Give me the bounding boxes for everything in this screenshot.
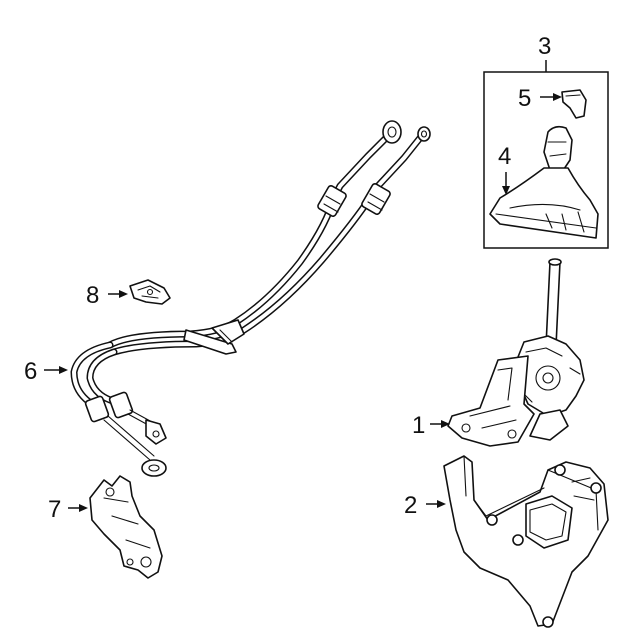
arrow-6 [59, 366, 68, 374]
shift-knob-boot-part[interactable] [489, 125, 599, 239]
callout-1[interactable]: 1 [412, 412, 425, 439]
knob-insert-part[interactable] [561, 89, 587, 119]
callout-2[interactable]: 2 [404, 492, 417, 519]
arrow-7 [79, 504, 88, 512]
callout-8[interactable]: 8 [86, 282, 99, 309]
cable-bracket-part[interactable] [89, 475, 163, 579]
shifter-assembly-part[interactable] [447, 258, 585, 447]
callout-6[interactable]: 6 [24, 358, 37, 385]
arrow-4 [502, 186, 510, 195]
callout-4[interactable]: 4 [498, 143, 511, 170]
callout-3[interactable]: 3 [538, 33, 551, 60]
callout-5[interactable]: 5 [518, 85, 531, 112]
retaining-clip-part[interactable] [129, 279, 171, 305]
arrow-8 [119, 290, 128, 298]
cable-end-fitting-b [361, 126, 431, 215]
shifter-mounting-base-part[interactable] [443, 455, 609, 628]
callout-7[interactable]: 7 [48, 496, 61, 523]
cable-end-fitting-a [317, 120, 402, 217]
cable-bracket-clip [183, 319, 245, 355]
cable-lower-fitting-a [84, 395, 167, 477]
cable-lower-fitting-b [108, 391, 167, 445]
shift-cable-assembly-part[interactable] [70, 120, 431, 477]
arrow-1 [441, 420, 450, 428]
shift-knob-boot-group: 3 5 4 [483, 33, 609, 249]
arrow-2 [437, 500, 446, 508]
arrow-5 [553, 93, 562, 101]
